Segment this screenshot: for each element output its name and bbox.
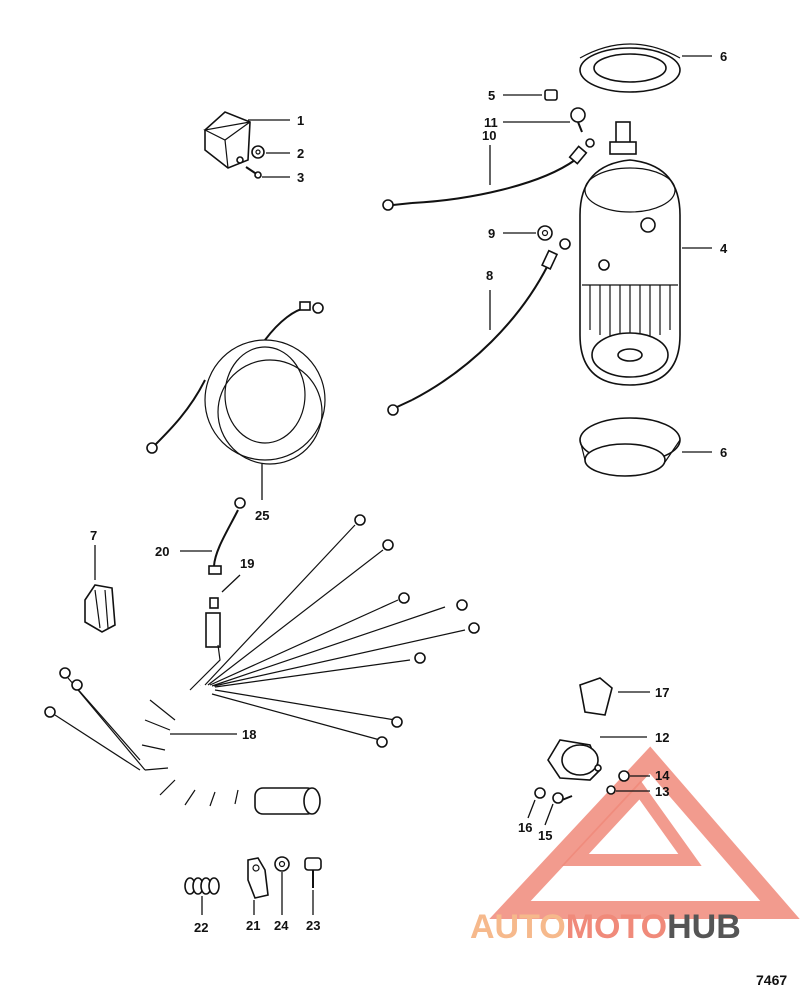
watermark-part1: AUTO xyxy=(470,908,566,946)
watermark-part2: MOTO xyxy=(566,908,667,946)
callout-24: 24 xyxy=(274,918,289,933)
part-9-nut xyxy=(537,225,553,241)
part-15-screw xyxy=(552,792,573,804)
callout-5: 5 xyxy=(488,88,495,103)
svg-text:AUTOMOTOHUB: AUTOMOTOHUB xyxy=(470,908,741,946)
callout-15: 15 xyxy=(538,828,552,843)
watermark-part3: HUB xyxy=(667,908,741,946)
callout-21: 21 xyxy=(246,918,260,933)
part-22-spring xyxy=(184,877,220,895)
callout-11: 11 xyxy=(484,115,498,130)
callout-2: 2 xyxy=(297,146,304,161)
part-13-washer xyxy=(606,785,616,795)
part-19-sleeve xyxy=(205,565,222,648)
callout-18: 18 xyxy=(242,727,256,742)
callout-10: 10 xyxy=(482,128,496,143)
callout-19: 19 xyxy=(240,556,254,571)
callout-13: 13 xyxy=(655,784,669,799)
callout-8: 8 xyxy=(486,268,493,283)
figure-number: 7467 xyxy=(756,972,787,988)
part-1-module xyxy=(203,111,251,169)
part-5-sleeve xyxy=(544,89,558,101)
callout-22: 22 xyxy=(194,920,208,935)
watermark-logo: AUTOMOTOHUB xyxy=(470,746,800,946)
part-11-screw xyxy=(570,107,586,133)
part-10-cable xyxy=(382,138,595,211)
callout-25: 25 xyxy=(255,508,269,523)
callout-12: 12 xyxy=(655,730,669,745)
part-18-wiring-harness xyxy=(44,514,480,815)
callout-4: 4 xyxy=(720,241,728,256)
callout-9: 9 xyxy=(488,226,495,241)
part-8-cable xyxy=(387,238,571,416)
part-6-top-ring xyxy=(579,43,681,93)
part-23-bolt xyxy=(304,857,322,888)
callout-1: 1 xyxy=(297,113,304,128)
part-24-nut xyxy=(274,856,290,872)
callout-labels: 1 2 3 4 5 6 6 7 8 9 10 11 12 13 14 15 16… xyxy=(90,49,728,935)
callout-14: 14 xyxy=(655,768,670,783)
callout-6-top: 6 xyxy=(720,49,727,64)
callout-7: 7 xyxy=(90,528,97,543)
part-4-starter-motor xyxy=(579,121,681,386)
part-16-washer xyxy=(534,787,546,799)
part-25-coiled-cable xyxy=(146,301,326,465)
part-20-lead xyxy=(213,497,246,567)
part-2-nut xyxy=(251,145,265,159)
part-12-solenoid xyxy=(547,739,602,781)
callout-3: 3 xyxy=(297,170,304,185)
part-6-bottom-ring xyxy=(579,417,681,477)
callout-6-bottom: 6 xyxy=(720,445,727,460)
part-21-clamp xyxy=(247,857,269,899)
part-17-clip xyxy=(579,677,613,716)
callout-17: 17 xyxy=(655,685,669,700)
callout-16: 16 xyxy=(518,820,532,835)
callout-20: 20 xyxy=(155,544,169,559)
part-14-nut xyxy=(618,770,630,782)
part-3-screw xyxy=(245,166,262,179)
part-7-clip xyxy=(84,584,116,633)
callout-23: 23 xyxy=(306,918,320,933)
